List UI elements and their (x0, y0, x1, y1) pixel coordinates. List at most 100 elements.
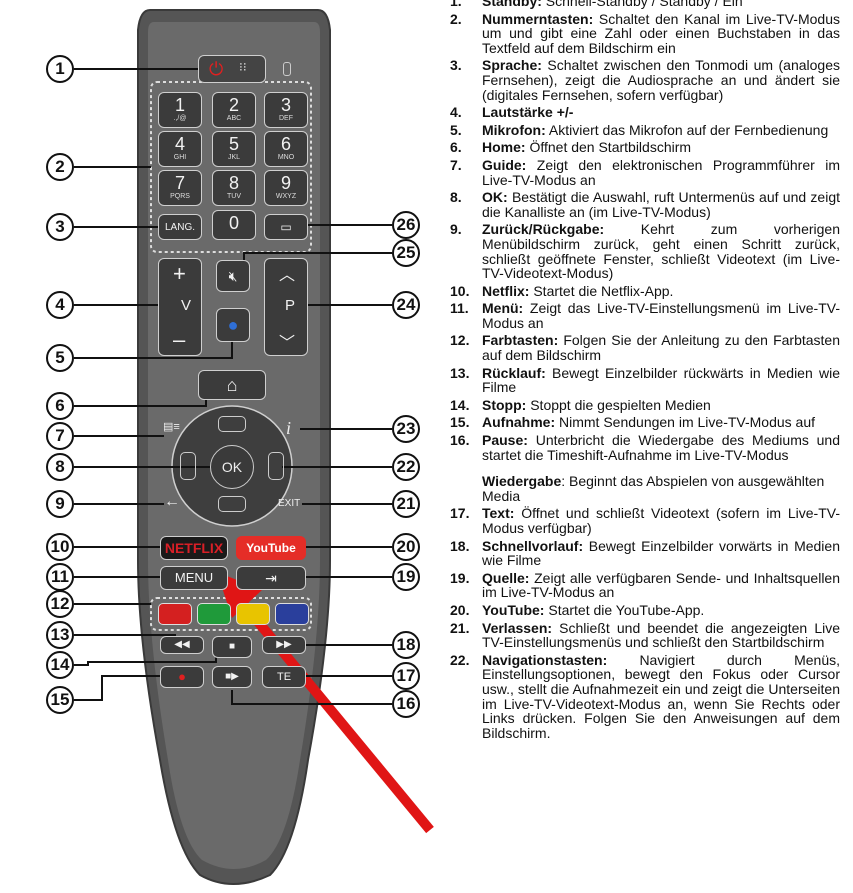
microphone-button[interactable]: ● (216, 308, 250, 342)
legend-list-part1: 1.Standby: Schnell-Standby / Standby / E… (450, 0, 840, 462)
volume-label: V (181, 297, 192, 314)
legend-item: 2.Nummerntasten: Schaltet den Kanal im L… (450, 10, 840, 56)
lang-button[interactable]: LANG. (158, 214, 202, 240)
legend-item-number: 11. (450, 300, 469, 317)
play-pause-button[interactable]: ■▶ (212, 666, 252, 688)
legend-item-description: Öffnet und schließt Videotext (sofern im… (482, 505, 840, 536)
legend-item-description: Folgen Sie der Anleitung zu den Farbtast… (482, 332, 840, 364)
legend-item: 21.Verlassen: Schließt und beendet die a… (450, 620, 840, 650)
legend-item: 17.Text: Öffnet und schließt Videotext (… (450, 506, 840, 535)
blue-key[interactable] (275, 603, 309, 625)
legend-item-number: 18. (450, 537, 470, 554)
ok-button[interactable]: OK (210, 445, 254, 489)
red-key[interactable] (158, 603, 192, 625)
legend-item-number: 6. (450, 139, 462, 156)
yellow-key[interactable] (236, 603, 270, 625)
voice-dots-icon: ⁝⁝ (239, 60, 247, 74)
mute-button[interactable]: 🔇︎ (216, 260, 250, 292)
callout-23: 23 (392, 415, 420, 443)
digit-label: 7 (174, 173, 185, 193)
callout-11: 11 (46, 563, 74, 591)
callout-19: 19 (392, 563, 420, 591)
legend-item: 20.YouTube: Startet die YouTube-App. (450, 603, 840, 618)
nav-right-button[interactable] (268, 452, 284, 480)
legend-item-term: Text: (482, 505, 515, 522)
legend-item-term: Navigationstasten: (482, 651, 608, 668)
subtitle-button[interactable]: ▭ (264, 214, 308, 240)
legend-item-number: 14. (450, 396, 470, 413)
callout-18: 18 (392, 631, 420, 659)
nav-down-button[interactable] (218, 496, 246, 512)
power-button[interactable]: ⏻ ⁝⁝ (198, 55, 266, 83)
legend-item-term: Nummerntasten: (482, 10, 594, 27)
digit-1-button[interactable]: 1.,/@ (158, 92, 202, 128)
record-button[interactable]: ● (160, 666, 204, 688)
guide-icon: ▤≡ (163, 421, 180, 433)
youtube-button[interactable]: YouTube (236, 536, 306, 560)
legend-item-number: 4. (450, 104, 462, 121)
callout-16: 16 (392, 690, 420, 718)
callout-3: 3 (46, 213, 74, 241)
program-up-icon: ︿ (279, 267, 296, 284)
volume-minus-icon: – (173, 327, 186, 352)
legend-item-description: Zeigt den elektronischen Programmführer … (482, 156, 840, 188)
legend-item-number: 3. (450, 57, 462, 74)
callout-26: 26 (392, 211, 420, 239)
green-key[interactable] (197, 603, 231, 625)
home-button[interactable]: ⌂ (198, 370, 266, 400)
digit-label: 4 (174, 134, 185, 154)
info-button[interactable]: i (286, 418, 304, 440)
ok-label: OK (221, 459, 243, 475)
legend-item-term: Quelle: (482, 569, 530, 586)
back-button[interactable]: ← (164, 493, 184, 513)
stop-button[interactable]: ■ (212, 636, 252, 658)
digit-0-button[interactable]: 0 (212, 210, 256, 240)
digit-letters: DEF (279, 115, 293, 122)
digit-letters: WXYZ (275, 193, 297, 200)
legend-item: 11.Menü: Zeigt das Live-TV-Einstellungsm… (450, 301, 840, 330)
menu-button[interactable]: MENU (160, 566, 228, 590)
callout-24: 24 (392, 291, 420, 319)
rewind-button[interactable]: ◀◀ (160, 636, 204, 654)
legend-item-number: 16. (450, 432, 470, 449)
program-down-icon: ﹀ (279, 335, 296, 352)
callout-15: 15 (46, 686, 74, 714)
legend-item-term: Farbtasten: (482, 332, 559, 349)
text-button[interactable]: TE (262, 666, 306, 688)
nav-up-button[interactable] (218, 416, 246, 432)
legend-item-description: Schnell-Standby / Standby / Ein (541, 0, 743, 9)
exit-button[interactable]: EXIT (278, 498, 308, 512)
legend-item: 1.Standby: Schnell-Standby / Standby / E… (450, 0, 840, 9)
legend-item-number: 8. (450, 189, 462, 206)
callout-12: 12 (46, 590, 74, 618)
digit-label: 1 (174, 95, 185, 115)
playback-text: : Beginnt das Abspielen von ausgewählten… (482, 473, 825, 504)
digit-letters: .,/@ (173, 115, 187, 122)
legend-item-description: Navigiert durch Menüs, Einstellungsoptio… (482, 651, 840, 741)
program-rocker[interactable]: ︿ P ﹀ (264, 258, 308, 356)
fast-forward-button[interactable]: ▶▶ (262, 636, 306, 654)
legend-item: 18.Schnellvorlauf: Bewegt Einzelbilder v… (450, 537, 840, 568)
legend-item-description: Startet die Netflix-App. (529, 282, 674, 299)
guide-button[interactable]: ▤≡ (163, 420, 189, 438)
callout-5: 5 (46, 344, 74, 372)
legend-item-term: Rücklauf: (482, 364, 546, 381)
volume-rocker[interactable]: + V – (158, 258, 202, 356)
callout-10: 10 (46, 533, 74, 561)
source-icon: ⇥ (265, 570, 277, 586)
netflix-button[interactable]: NETFLIX (160, 536, 228, 560)
source-button[interactable]: ⇥ (236, 566, 306, 590)
legend-item-number: 12. (450, 332, 470, 349)
nav-left-button[interactable] (180, 452, 196, 480)
microphone-icon: ● (227, 315, 239, 335)
legend-item-number: 13. (450, 364, 470, 381)
